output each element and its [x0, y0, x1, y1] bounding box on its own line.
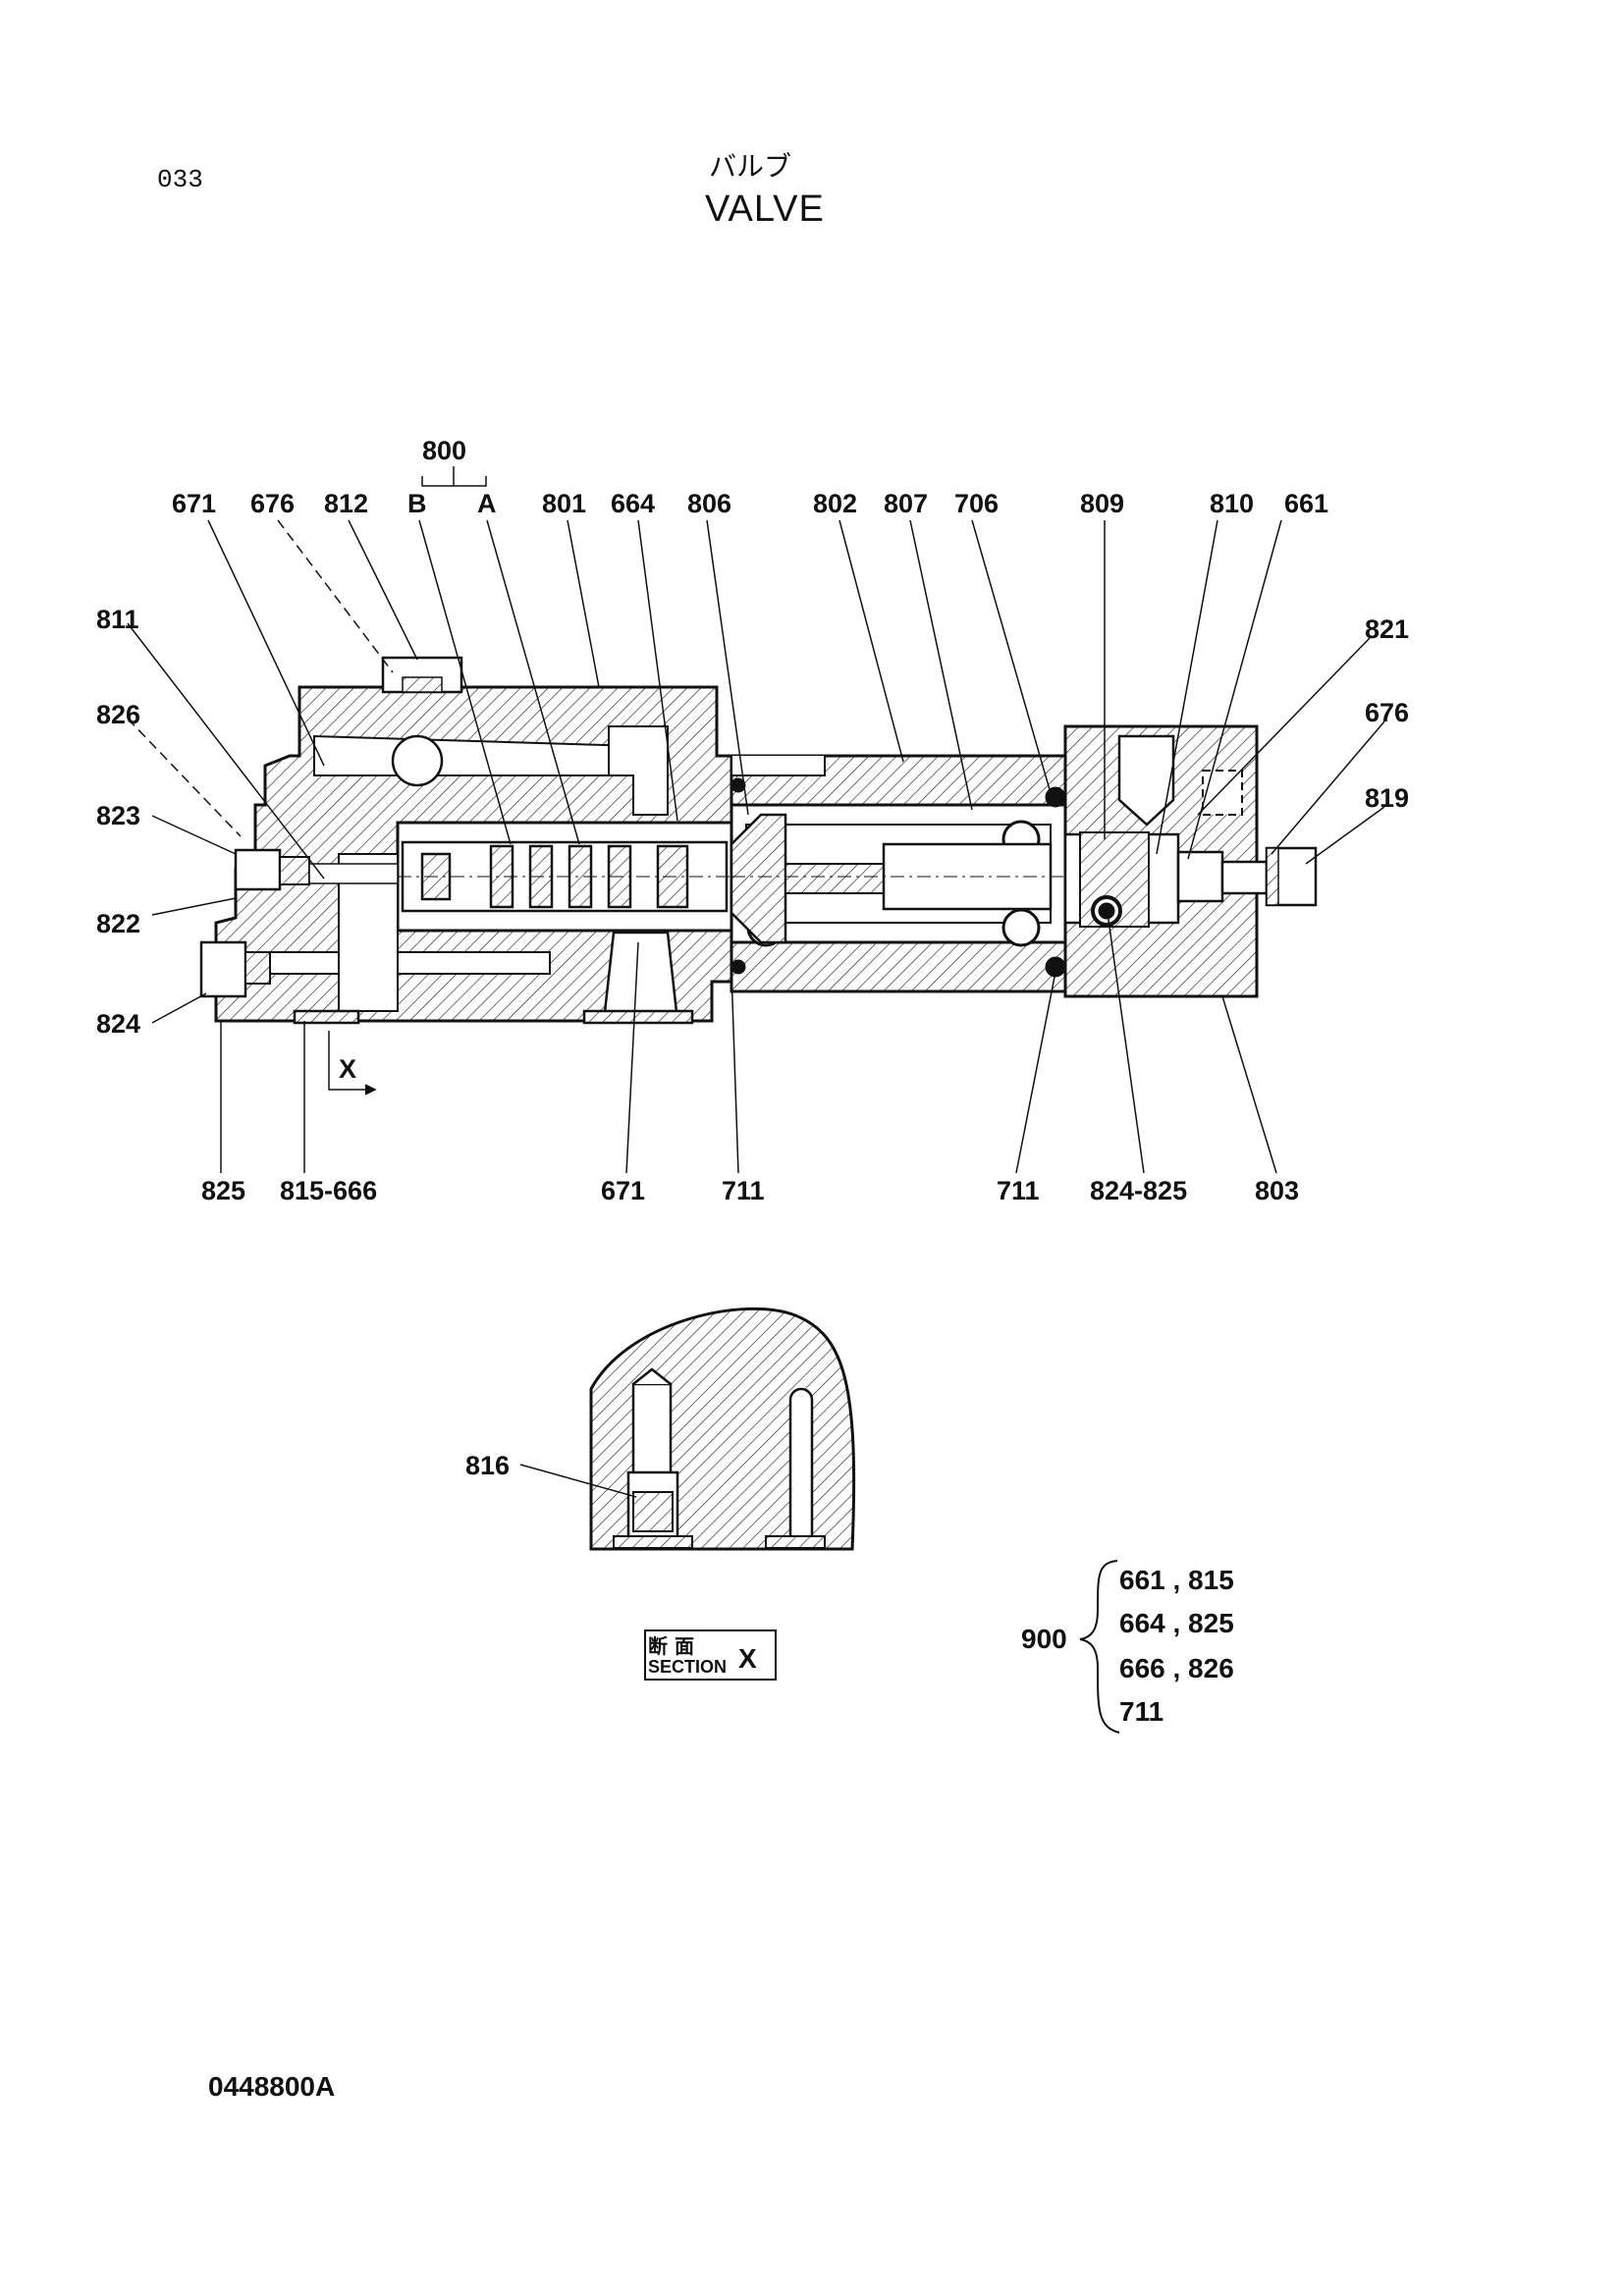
callout-711-left: 711: [722, 1176, 765, 1205]
cylinder-802: [730, 754, 1306, 993]
kit-number: 900: [1021, 1624, 1067, 1654]
callout-815-666: 815-666: [280, 1176, 377, 1205]
callout-824-825: 824-825: [1090, 1176, 1187, 1205]
callout-664: 664: [611, 489, 655, 518]
kit-line: 666 , 826: [1119, 1653, 1234, 1683]
callout-807: 807: [884, 489, 928, 518]
callout-801: 801: [542, 489, 586, 518]
callout-810: 810: [1210, 489, 1254, 518]
title-japanese: バルブ: [709, 150, 792, 183]
callout-676: 676: [250, 489, 295, 518]
callout-806: 806: [687, 489, 731, 518]
section-marker-x: X: [339, 1054, 356, 1084]
callout-800-b: B: [407, 489, 427, 518]
callout-671-bottom: 671: [601, 1176, 645, 1205]
callout-711-right: 711: [997, 1176, 1040, 1205]
callout-802: 802: [813, 489, 857, 518]
callout-816: 816: [465, 1451, 510, 1480]
callout-825: 825: [201, 1176, 245, 1205]
page-number: 033: [157, 165, 203, 194]
callout-803: 803: [1255, 1176, 1299, 1205]
kit-line: 664 , 825: [1119, 1608, 1234, 1638]
document-number: 0448800A: [208, 2071, 336, 2102]
callout-826: 826: [96, 700, 140, 729]
section-label-id: X: [738, 1643, 757, 1674]
callout-812: 812: [324, 489, 368, 518]
callout-824: 824: [96, 1009, 140, 1039]
callout-676-right: 676: [1365, 698, 1409, 727]
section-label-jp: 断 面: [648, 1634, 694, 1658]
kit-line: 711: [1119, 1696, 1164, 1727]
callout-group-800: 800: [422, 436, 466, 465]
bottom-port: [293, 931, 694, 1025]
kit-brace: [1079, 1560, 1120, 1734]
callout-819: 819: [1365, 783, 1409, 813]
end-block-803: [1063, 724, 1318, 998]
callout-706: 706: [954, 489, 999, 518]
callout-822: 822: [96, 909, 140, 938]
spool: [398, 840, 746, 913]
title-english: VALVE: [705, 188, 825, 230]
kit-line: 661 , 815: [1119, 1565, 1234, 1595]
callout-661: 661: [1284, 489, 1328, 518]
leader-lines: [127, 466, 1385, 1174]
callout-821: 821: [1365, 614, 1409, 644]
callout-823: 823: [96, 801, 140, 830]
callout-809: 809: [1080, 489, 1124, 518]
section-label-box: [644, 1629, 777, 1681]
callout-671: 671: [172, 489, 216, 518]
section-x-detail: [519, 1307, 856, 1551]
callout-800-a: A: [477, 489, 497, 518]
section-label-en: SECTION: [648, 1657, 728, 1677]
callout-811: 811: [96, 605, 139, 634]
